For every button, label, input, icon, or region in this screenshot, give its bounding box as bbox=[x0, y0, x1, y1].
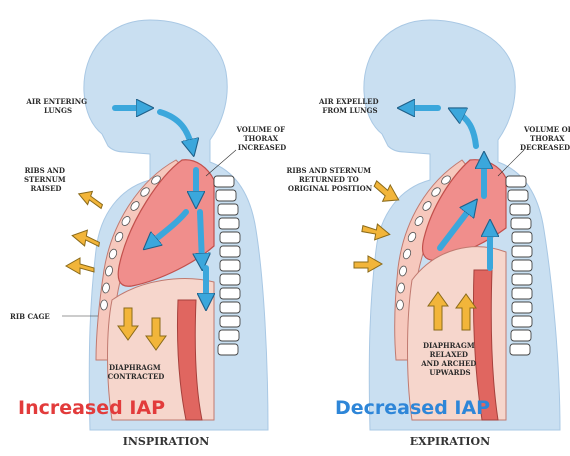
increased-iap-title: Increased IAP bbox=[18, 397, 165, 419]
rib-cage-label: RIB CAGE bbox=[10, 312, 50, 321]
expiration-caption: EXPIRATION bbox=[410, 435, 490, 448]
decreased-iap-title: Decreased IAP bbox=[335, 397, 490, 419]
air-entering-label: AIR ENTERING LUNGS bbox=[25, 97, 89, 115]
ribs-raised-label: RIBS AND STERNUM RAISED bbox=[24, 166, 68, 193]
inspiration-figure bbox=[62, 20, 268, 430]
volume-increased-label: VOLUME OF THORAX INCREASED bbox=[235, 125, 287, 152]
volume-decreased-label: VOLUME OF THORAX DECREASED bbox=[520, 125, 570, 152]
ribs-returned-label: RIBS AND STERNUM RETURNED TO ORIGINAL PO… bbox=[287, 166, 374, 193]
diaphragm-relaxed-label: DIAPHRAGM RELAXED AND ARCHED UPWARDS bbox=[420, 341, 479, 377]
air-expelled-label: AIR EXPELLED FROM LUNGS bbox=[318, 97, 381, 115]
inspiration-caption: INSPIRATION bbox=[123, 435, 210, 448]
diaphragm-contracted-label: DIAPHRAGM CONTRACTED bbox=[108, 363, 165, 381]
